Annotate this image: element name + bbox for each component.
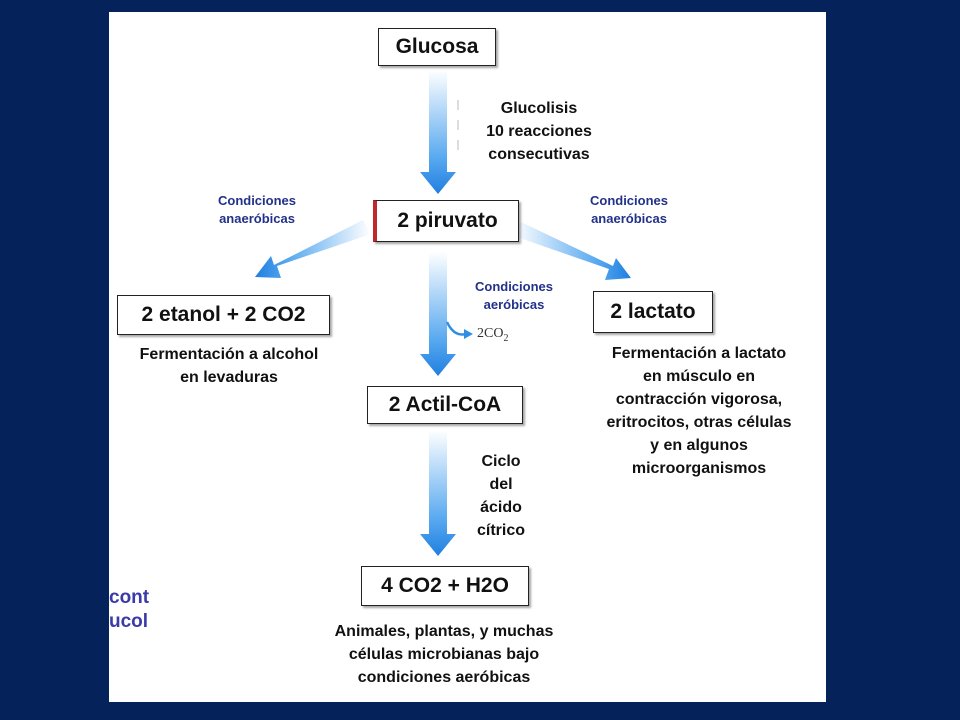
- arrow-co2-release: [445, 321, 473, 339]
- arrow-to-etanol: [255, 220, 371, 278]
- node-piruvato-label: 2 piruvato: [397, 209, 498, 232]
- condition-left-line-2: anaeróbicas: [219, 211, 295, 226]
- node-etanol-label: 2 etanol + 2 CO2: [141, 303, 306, 326]
- fragment-line-2: ucol: [109, 611, 149, 632]
- alcohol-line-1: Fermentación a alcohol: [139, 346, 319, 363]
- ciclo-line-3: ácido: [480, 499, 522, 516]
- arrow-to-lactato: [514, 222, 631, 280]
- condition-right-line-2: anaeróbicas: [591, 211, 667, 226]
- fragment-line-1: cont: [109, 587, 150, 608]
- node-glucosa-label: Glucosa: [395, 35, 479, 58]
- alcohol-description: Fermentación a alcohol en levaduras: [109, 343, 349, 389]
- arrow-glucolisis: [420, 70, 456, 194]
- ciclo-line-1: Ciclo: [481, 453, 521, 470]
- lactato-desc-line-6: microorganismos: [631, 460, 767, 477]
- node-final-label: 4 CO2 + H2O: [381, 574, 509, 597]
- lactato-desc-line-5: y en algunos: [650, 437, 748, 454]
- condition-left: Condiciones anaeróbicas: [197, 192, 317, 228]
- lactato-desc-line-4: eritrocitos, otras células: [606, 414, 792, 431]
- condition-center-line-2: aeróbicas: [483, 297, 545, 312]
- ciclo-line-4: cítrico: [476, 522, 525, 539]
- glucolisis-line-3: consecutivas: [488, 146, 590, 163]
- arrow-aerobic: [420, 252, 456, 376]
- final-desc-line-2: células microbianas bajo: [348, 646, 540, 663]
- node-piruvato: 2 piruvato: [373, 200, 519, 242]
- lactato-description: Fermentación a lactato en músculo en con…: [579, 342, 819, 480]
- co2-label: 2CO2: [477, 326, 508, 344]
- condition-right-line-1: Condiciones: [589, 193, 668, 208]
- condition-left-line-1: Condiciones: [217, 193, 296, 208]
- lactato-desc-line-1: Fermentación a lactato: [611, 345, 787, 362]
- ciclo-label: Ciclo del ácido cítrico: [461, 450, 541, 542]
- lactato-desc-line-3: contracción vigorosa,: [615, 391, 783, 408]
- co2-text: 2CO: [477, 326, 504, 341]
- condition-center: Condiciones aeróbicas: [454, 278, 574, 314]
- lactato-desc-line-2: en músculo en: [642, 368, 756, 385]
- node-etanol: 2 etanol + 2 CO2: [117, 295, 330, 335]
- glucolisis-label: Glucolisis 10 reacciones consecutivas: [469, 97, 609, 166]
- co2-subscript: 2: [503, 332, 509, 344]
- condition-right: Condiciones anaeróbicas: [569, 192, 689, 228]
- alcohol-line-2: en levaduras: [180, 369, 278, 386]
- final-desc-line-1: Animales, plantas, y muchas: [334, 623, 554, 640]
- node-acetil-coa-label: 2 Actil-CoA: [388, 393, 502, 416]
- node-final: 4 CO2 + H2O: [361, 566, 529, 606]
- glucolisis-line-2: 10 reacciones: [486, 123, 592, 140]
- arrow-ciclo: [420, 430, 456, 556]
- glucolisis-line-1: Glucolisis: [500, 100, 578, 117]
- diagram-panel: Glucosa 2 piruvato 2 etanol + 2 CO2 2 la…: [109, 12, 826, 702]
- node-glucosa: Glucosa: [378, 28, 496, 66]
- condition-center-line-1: Condiciones: [474, 279, 553, 294]
- node-acetil-coa: 2 Actil-CoA: [367, 386, 523, 424]
- flow-arrows: [255, 70, 631, 556]
- final-desc-line-3: condiciones aeróbicas: [357, 669, 531, 686]
- cropped-text-fragment: cont ucol: [109, 586, 149, 634]
- ciclo-line-2: del: [489, 476, 513, 493]
- node-lactato: 2 lactato: [593, 291, 713, 333]
- node-lactato-label: 2 lactato: [610, 300, 696, 323]
- final-description: Animales, plantas, y muchas células micr…: [299, 620, 589, 689]
